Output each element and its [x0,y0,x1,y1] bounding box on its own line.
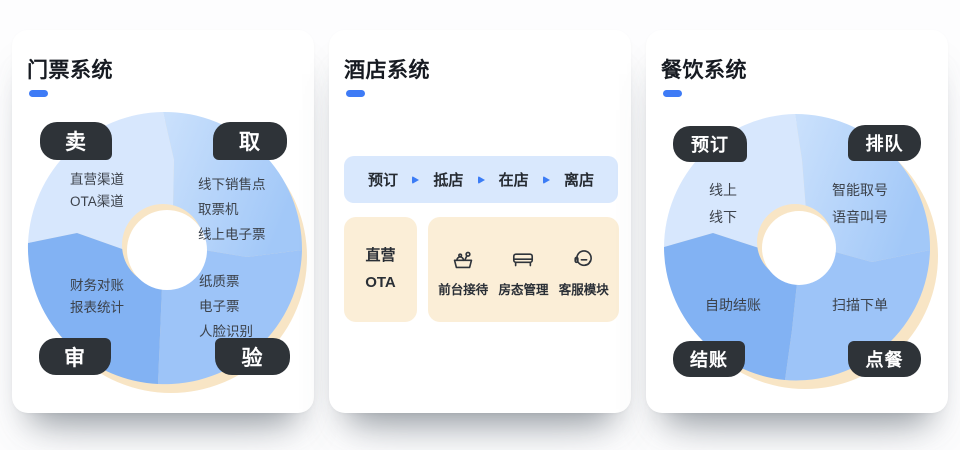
module-label: 前台接待 [438,282,489,297]
module-label: 房态管理 [498,282,549,297]
channel-direct: 直营 [365,247,396,264]
reception-desk-icon [453,251,473,268]
segment-text-checkout: 自助结账 [705,292,761,319]
hotel-journey-flow: 预订 抵店 在店 离店 [344,156,618,203]
card-ticket-system: 门票系统 卖 取 审 验 直营渠道 OTA渠道 线下销售点 取票机 线上电子票 … [12,30,314,413]
segment-line: 人脸识别 [199,324,253,339]
donut-segment-bottom-right [158,248,302,385]
feature-cards: 门票系统 卖 取 审 验 直营渠道 OTA渠道 线下销售点 取票机 线上电子票 … [12,30,948,413]
segment-line: 报表统计 [70,300,124,315]
channel-ota: OTA [365,274,396,291]
segment-text-verify: 纸质票 电子票 人脸识别 [199,269,253,344]
segment-text-order: 扫描下单 [832,292,888,319]
ticket-donut-diagram [27,111,307,393]
segment-line: 财务对账 [70,278,124,293]
segment-text-queue: 智能取号 语音叫号 [832,177,888,231]
flow-step-booking: 预订 [368,172,399,189]
badge-order: 点餐 [848,341,921,377]
arrow-right-icon [542,175,550,184]
badge-audit: 审 [39,338,111,375]
donut-segment-bottom-left [27,233,166,384]
module-room-status: 房态管理 [498,246,549,298]
segment-line: 线上电子票 [198,227,266,242]
segment-line: 线下 [709,209,737,225]
title-accent-dash [663,90,682,97]
badge-reserve: 预订 [673,126,747,162]
headset-icon [574,249,592,266]
segment-text-audit: 财务对账 报表统计 [70,275,124,319]
page-title: 餐饮系统 [661,59,747,82]
segment-line: 自助结账 [705,297,761,313]
segment-line: 智能取号 [832,182,888,198]
page-title: 门票系统 [27,59,113,82]
segment-line: 电子票 [199,299,240,314]
donut-segment-bottom-left [664,233,797,380]
module-customer-service: 客服模块 [559,246,609,298]
donut-segment-bottom-right [785,247,930,381]
segment-text-pickup: 线下销售点 取票机 线上电子票 [198,172,266,247]
flow-step-arrival: 抵店 [433,172,464,189]
badge-sell: 卖 [40,122,112,160]
segment-line: 线下销售点 [198,177,266,192]
flow-step-departure: 离店 [563,172,594,189]
badge-queue: 排队 [848,125,921,161]
segment-line: 直营渠道 [70,172,124,187]
badge-checkout: 结账 [673,341,745,377]
title-accent-dash [346,90,365,97]
card-restaurant-system: 餐饮系统 预订 排队 结账 点餐 线上 线下 智能取号 语音叫号 自助结账 扫描… [646,30,948,413]
page-title: 酒店系统 [344,59,430,82]
segment-line: 纸质票 [199,274,240,289]
bed-icon [513,252,534,266]
segment-line: 取票机 [198,202,239,217]
segment-line: OTA渠道 [70,194,124,209]
module-front-desk: 前台接待 [438,246,488,298]
arrow-right-icon [412,175,420,184]
module-label: 客服模块 [558,282,609,297]
donut-segment-top-right [163,111,303,257]
segment-line: 扫描下单 [832,297,888,313]
card-hotel-system: 酒店系统 预订 抵店 在店 离店 直营 OTA [329,30,631,413]
restaurant-donut-diagram [664,113,938,389]
title-accent-dash [29,90,48,97]
segment-text-reserve: 线上 线下 [709,177,737,231]
modules-box: 前台接待 房态管理 客服模块 [428,217,619,322]
segment-line: 语音叫号 [832,209,888,225]
segment-line: 线上 [709,182,737,198]
channels-box: 直营 OTA [344,217,417,322]
flow-step-instay: 在店 [498,172,529,189]
arrow-right-icon [477,175,485,184]
donut-hole [762,211,836,285]
badge-verify: 验 [215,338,290,375]
badge-pickup: 取 [213,122,287,160]
segment-text-sell: 直营渠道 OTA渠道 [70,169,124,213]
donut-hole [127,210,207,290]
